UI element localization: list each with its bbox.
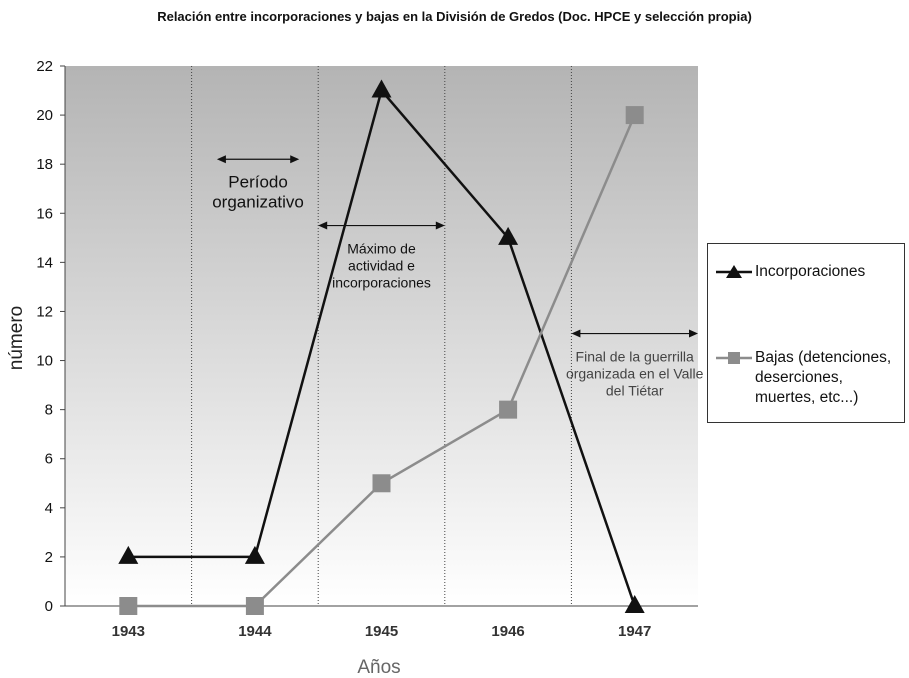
x-tick-label: 1947 xyxy=(618,623,651,640)
y-tick-label: 4 xyxy=(45,500,53,517)
y-tick-label: 6 xyxy=(45,451,53,468)
data-point-incorporaciones xyxy=(498,226,519,245)
series xyxy=(118,79,645,615)
data-point-bajas xyxy=(245,597,264,615)
data-point-incorporaciones xyxy=(118,545,139,564)
x-tick-label: 1944 xyxy=(238,623,272,640)
data-point-bajas xyxy=(499,400,518,419)
y-tick-label: 0 xyxy=(45,598,53,615)
legend: Incorporaciones Bajas (detenciones, dese… xyxy=(707,243,905,423)
arrowhead-right-icon xyxy=(290,155,300,164)
legend-triangle-icon xyxy=(716,265,752,278)
y-tick-label: 14 xyxy=(36,254,53,271)
arrowhead-right-icon xyxy=(689,329,698,338)
legend-label-bajas: Bajas (detenciones, deserciones, muertes… xyxy=(755,349,892,406)
data-point-bajas xyxy=(372,474,391,493)
legend-item-bajas: Bajas (detenciones, deserciones, muertes… xyxy=(716,348,905,408)
data-point-incorporaciones xyxy=(624,595,645,613)
legend-item-incorporaciones: Incorporaciones xyxy=(716,262,905,282)
data-point-bajas xyxy=(119,597,138,615)
arrowhead-right-icon xyxy=(435,221,445,230)
y-axis-label: número xyxy=(6,306,27,370)
y-tick-label: 16 xyxy=(36,205,53,222)
y-tick-label: 12 xyxy=(36,303,53,320)
y-tick-label: 20 xyxy=(36,107,53,124)
legend-label-incorporaciones: Incorporaciones xyxy=(755,263,866,280)
x-tick-label: 1946 xyxy=(491,623,524,640)
y-tick-label: 10 xyxy=(36,353,53,370)
y-tick-label: 2 xyxy=(45,549,53,566)
chart-title: Relación entre incorporaciones y bajas e… xyxy=(157,9,752,24)
arrowhead-left-icon xyxy=(571,329,581,338)
x-axis-label: Años xyxy=(357,657,400,678)
x-tick-label: 1945 xyxy=(365,623,398,640)
y-tick-label: 8 xyxy=(45,402,53,419)
y-tick-label: 18 xyxy=(36,156,53,173)
x-tick-label: 1943 xyxy=(112,623,145,640)
plot-area xyxy=(65,66,698,606)
y-tick-label: 22 xyxy=(36,58,53,75)
grid-lines xyxy=(191,66,572,606)
data-point-incorporaciones xyxy=(371,79,392,98)
legend-square-icon xyxy=(716,352,752,364)
data-point-incorporaciones xyxy=(244,545,265,564)
data-point-bajas xyxy=(625,106,644,125)
arrowhead-left-icon xyxy=(216,155,226,164)
arrowhead-left-icon xyxy=(318,221,328,230)
